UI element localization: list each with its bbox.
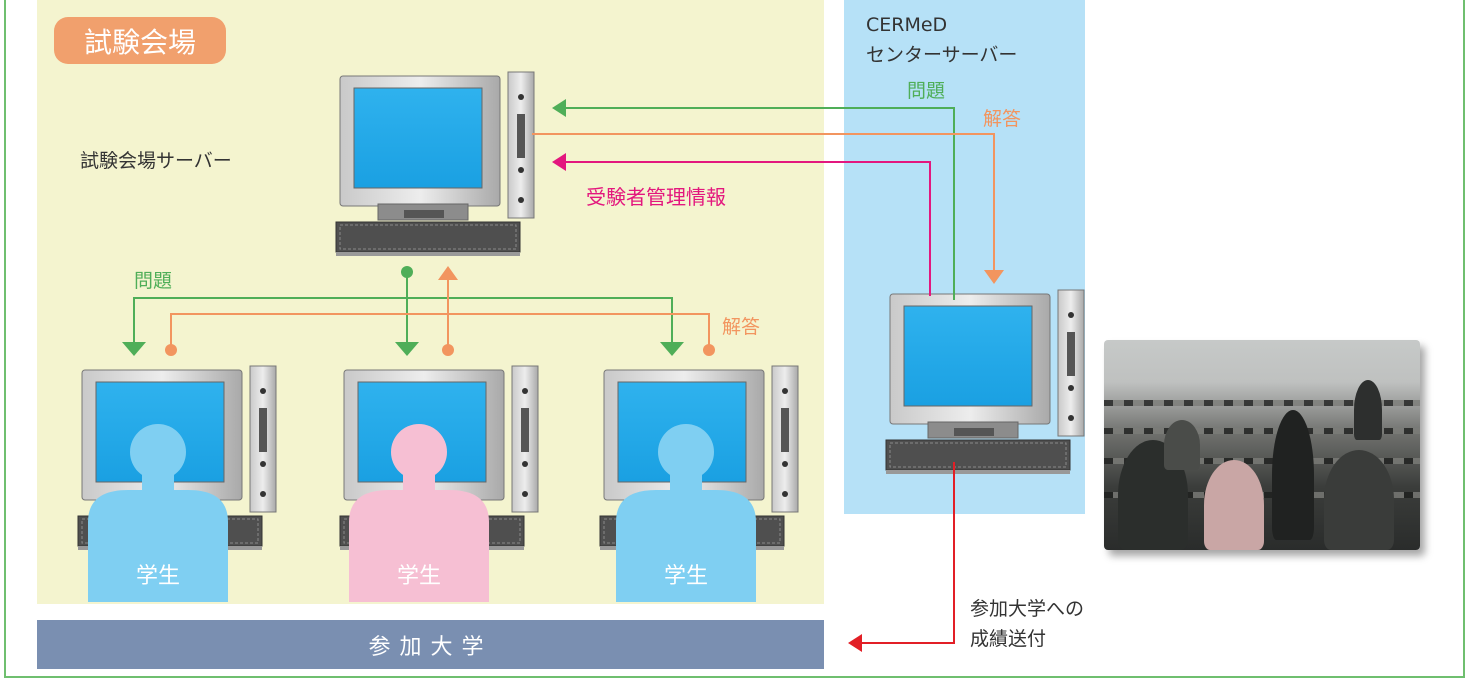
question-arrow-2 bbox=[395, 342, 419, 356]
center-title-line2: センターサーバー bbox=[866, 44, 1018, 66]
center-question-arrow bbox=[552, 99, 566, 117]
question-arrow-1 bbox=[122, 342, 146, 356]
answer-dot-3 bbox=[703, 344, 715, 356]
venue-question-label: 問題 bbox=[134, 270, 173, 292]
center-answer-line bbox=[532, 133, 995, 272]
center-question-label: 問題 bbox=[907, 80, 946, 102]
center-server-computer bbox=[885, 289, 1085, 475]
answer-dot-2 bbox=[442, 344, 454, 356]
venue-server-computer bbox=[335, 71, 535, 257]
student-label-2: 学生 bbox=[396, 564, 441, 589]
examinee-info-arrow bbox=[552, 153, 566, 171]
student-label-1: 学生 bbox=[135, 564, 180, 589]
grade-send-line bbox=[858, 462, 955, 644]
venue-server-label: 試験会場サーバー bbox=[80, 150, 232, 172]
answer-arrow-up bbox=[438, 266, 458, 280]
question-arrow-3 bbox=[660, 342, 684, 356]
venue-answer-label: 解答 bbox=[722, 316, 761, 338]
center-question-line bbox=[556, 107, 955, 300]
center-answer-arrow bbox=[984, 270, 1004, 284]
grade-send-arrow bbox=[848, 634, 862, 652]
question-source-dot bbox=[401, 266, 413, 278]
venue-title: 試験会場 bbox=[54, 17, 226, 64]
outer-frame bbox=[4, 0, 1465, 678]
grade-send-line1: 参加大学への bbox=[970, 598, 1085, 620]
examinee-info-line bbox=[556, 161, 931, 296]
participating-university-bar: 参加大学 bbox=[37, 620, 824, 669]
venue-answer-line bbox=[170, 313, 710, 350]
exam-hall-photo bbox=[1104, 340, 1420, 550]
center-answer-label: 解答 bbox=[983, 108, 1022, 130]
venue-question-line bbox=[133, 297, 673, 342]
center-server-title: CERMeD センターサーバー bbox=[866, 10, 1017, 70]
grade-send-line2: 成績送付 bbox=[970, 628, 1047, 650]
student-label-3: 学生 bbox=[663, 564, 708, 589]
grade-send-label: 参加大学への 成績送付 bbox=[970, 594, 1084, 654]
examinee-info-label: 受験者管理情報 bbox=[586, 185, 726, 209]
answer-dot-1 bbox=[165, 344, 177, 356]
center-title-line1: CERMeD bbox=[866, 14, 948, 36]
